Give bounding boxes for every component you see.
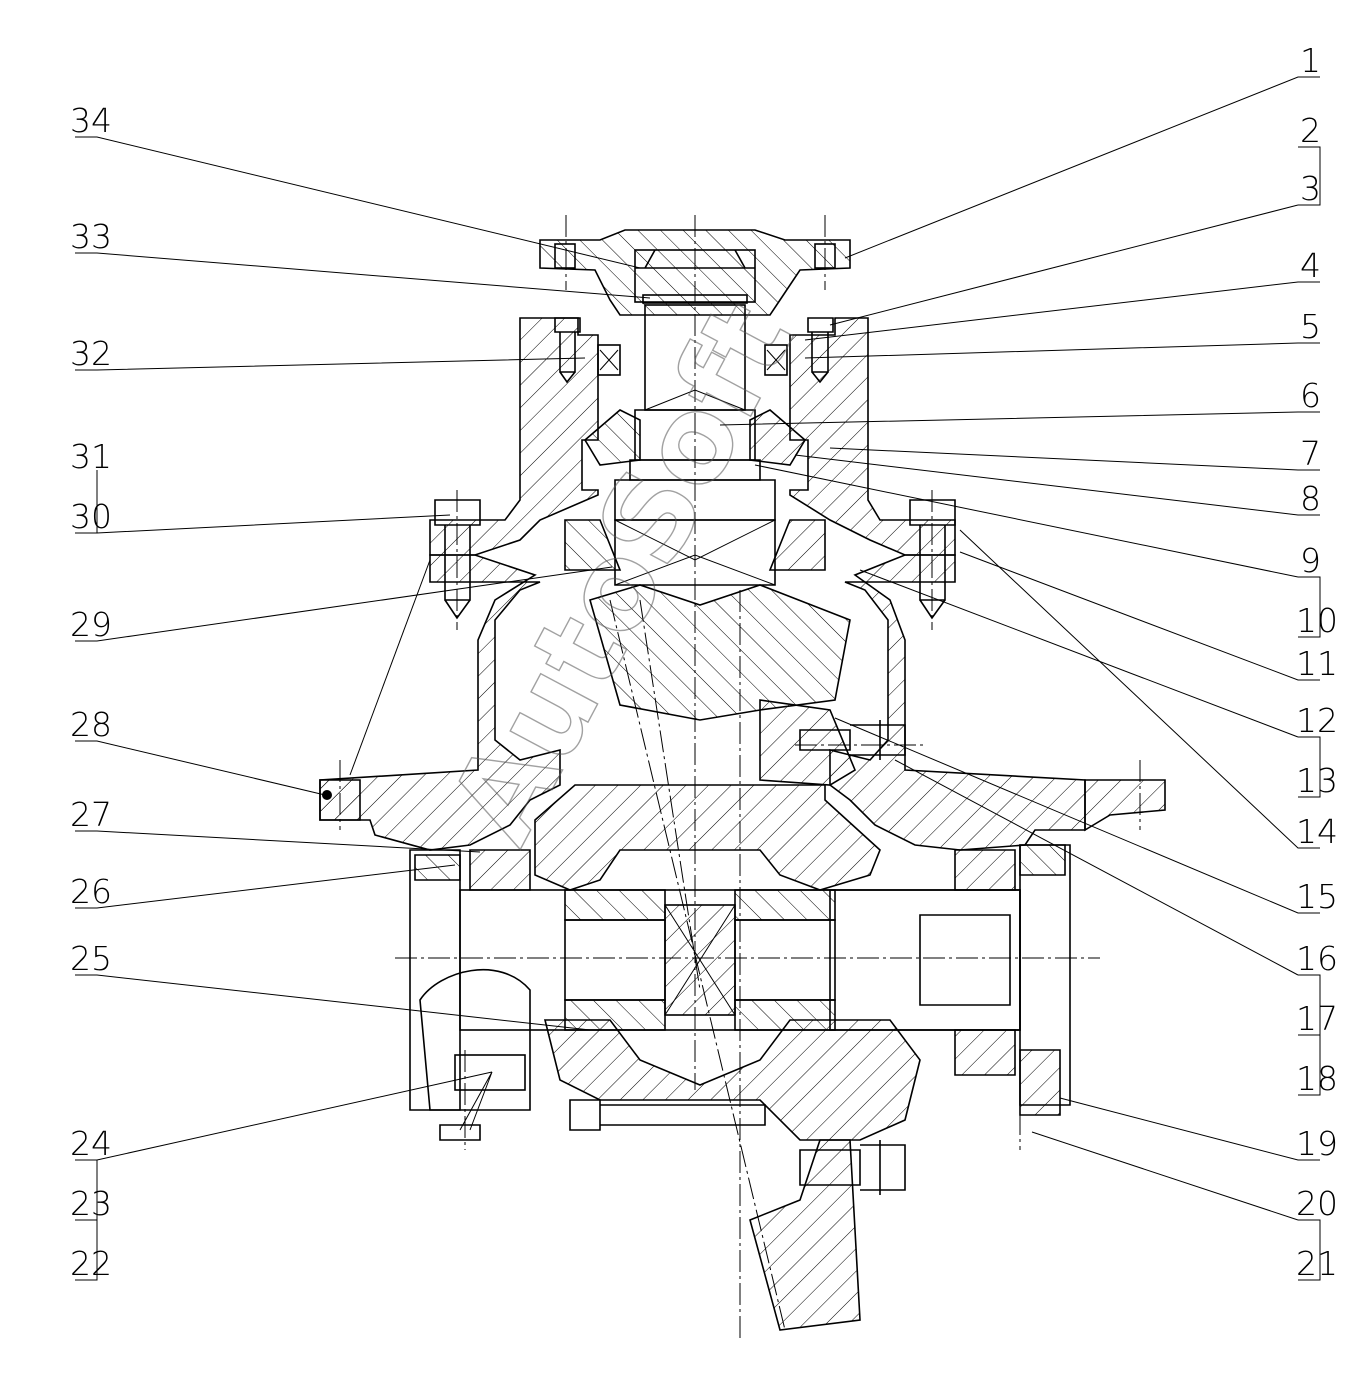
callout-7: 7 [1300, 434, 1321, 473]
right-callouts: 1 2 3 4 5 6 7 8 9 10 11 12 13 14 15 16 1… [1296, 41, 1338, 1283]
callout-18: 18 [1296, 1059, 1338, 1098]
callout-14: 14 [1296, 812, 1338, 851]
callout-23: 23 [70, 1184, 112, 1223]
left-callouts: 34 33 32 31 30 29 28 27 26 25 24 23 22 [70, 101, 112, 1283]
callout-9: 9 [1300, 541, 1321, 580]
callout-22: 22 [70, 1244, 112, 1283]
callout-4: 4 [1300, 246, 1321, 285]
callout-34: 34 [70, 101, 112, 140]
leader-lines-left [75, 136, 651, 1281]
callout-8: 8 [1300, 479, 1321, 518]
callout-28: 28 [70, 705, 112, 744]
callout-10: 10 [1296, 601, 1338, 640]
callout-15: 15 [1296, 877, 1338, 916]
bolts [434, 317, 956, 1195]
center-lines [339, 215, 1141, 1340]
callout-27: 27 [70, 795, 112, 834]
callout-21: 21 [1296, 1244, 1338, 1283]
callout-5: 5 [1300, 307, 1321, 346]
callout-31: 31 [70, 437, 112, 476]
callout-33: 33 [70, 217, 112, 256]
bevel-gear [589, 584, 861, 1331]
differential-case [409, 784, 1071, 1141]
callout-30: 30 [70, 497, 112, 536]
callout-29: 29 [70, 605, 112, 644]
callout-32: 32 [70, 334, 112, 373]
callout-13: 13 [1296, 761, 1338, 800]
callout-25: 25 [70, 939, 112, 978]
callout-24: 24 [70, 1124, 112, 1163]
marker-dot [322, 790, 332, 800]
leader-lines-right [719, 76, 1321, 1281]
callout-11: 11 [1296, 644, 1338, 683]
callout-16: 16 [1296, 939, 1338, 978]
callout-20: 20 [1296, 1184, 1338, 1223]
callout-19: 19 [1296, 1124, 1338, 1163]
callout-6: 6 [1300, 376, 1321, 415]
callout-26: 26 [70, 872, 112, 911]
callout-17: 17 [1296, 999, 1338, 1038]
pinion-shaft [564, 304, 826, 586]
callout-12: 12 [1296, 701, 1338, 740]
callout-1: 1 [1300, 41, 1321, 80]
callout-2: 2 [1300, 111, 1321, 150]
top-flange [539, 229, 851, 316]
callout-3: 3 [1300, 169, 1321, 208]
housing-section [319, 317, 1166, 851]
